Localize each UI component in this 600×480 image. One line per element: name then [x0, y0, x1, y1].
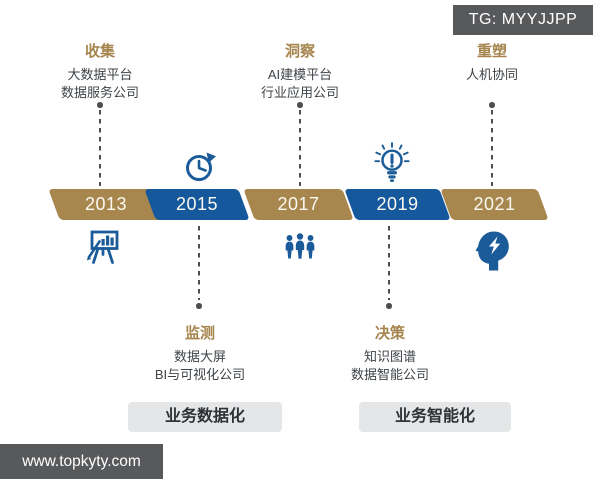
- year-2013-segment: 2013: [48, 189, 164, 220]
- connector-dot: [489, 102, 495, 108]
- presentation-chart-easel-icon: [84, 227, 122, 270]
- dotted-connector: [490, 110, 494, 186]
- phase-title: 洞察: [284, 43, 315, 60]
- phase-line: 人机协同: [465, 67, 518, 82]
- annotation-monitor: 监测 数据大屏 BI与可视化公司: [125, 322, 275, 383]
- year-label: 2017: [277, 194, 320, 214]
- phase-line: 大数据平台: [67, 67, 133, 82]
- phase-title: 重塑: [476, 43, 507, 60]
- year-label: 2021: [473, 194, 516, 214]
- year-2021-segment: 2021: [440, 189, 549, 220]
- dotted-connector: [298, 110, 302, 186]
- phase-line: AI建模平台: [267, 67, 333, 82]
- annotation-insight: 洞察 AI建模平台 行业应用公司: [225, 40, 375, 101]
- connector-dot: [386, 303, 392, 309]
- team-people-icon: [280, 228, 320, 269]
- year-label: 2013: [84, 194, 128, 214]
- phase-box-business-dataization: 业务数据化: [128, 402, 282, 432]
- phase-title: 监测: [184, 325, 215, 342]
- phase-box-business-intelligence: 业务智能化: [359, 402, 511, 432]
- phase-line: 数据服务公司: [60, 84, 139, 100]
- phase-line: 数据大屏: [173, 349, 226, 364]
- year-label: 2019: [376, 194, 419, 214]
- connector-dot: [97, 102, 103, 108]
- dotted-connector: [98, 110, 102, 186]
- phase-line: 行业应用公司: [260, 84, 339, 100]
- phase-line: 数据智能公司: [350, 366, 429, 382]
- annotation-reshape: 重塑 人机协同: [417, 40, 567, 84]
- year-2019-segment: 2019: [344, 189, 451, 220]
- annotation-collect: 收集 大数据平台 数据服务公司: [25, 40, 175, 101]
- connector-dot: [196, 303, 202, 309]
- phase-title: 收集: [84, 43, 115, 60]
- year-label: 2015: [175, 194, 219, 214]
- dotted-connector: [387, 226, 391, 300]
- phase-line: 知识图谱: [363, 349, 416, 364]
- phase-line: BI与可视化公司: [154, 366, 246, 382]
- tg-watermark-badge: TG: MYYJJPP: [453, 5, 593, 35]
- alert-lightbulb-icon: [373, 142, 411, 191]
- connector-dot: [297, 102, 303, 108]
- year-2017-segment: 2017: [243, 189, 354, 220]
- head-lightning-icon: [473, 227, 515, 276]
- dotted-connector: [197, 226, 201, 300]
- website-watermark: www.topkyty.com: [0, 444, 163, 479]
- history-clock-icon: [182, 149, 218, 190]
- year-2015-segment: 2015: [144, 189, 250, 220]
- annotation-decision: 决策 知识图谱 数据智能公司: [315, 322, 465, 383]
- phase-title: 决策: [374, 325, 405, 342]
